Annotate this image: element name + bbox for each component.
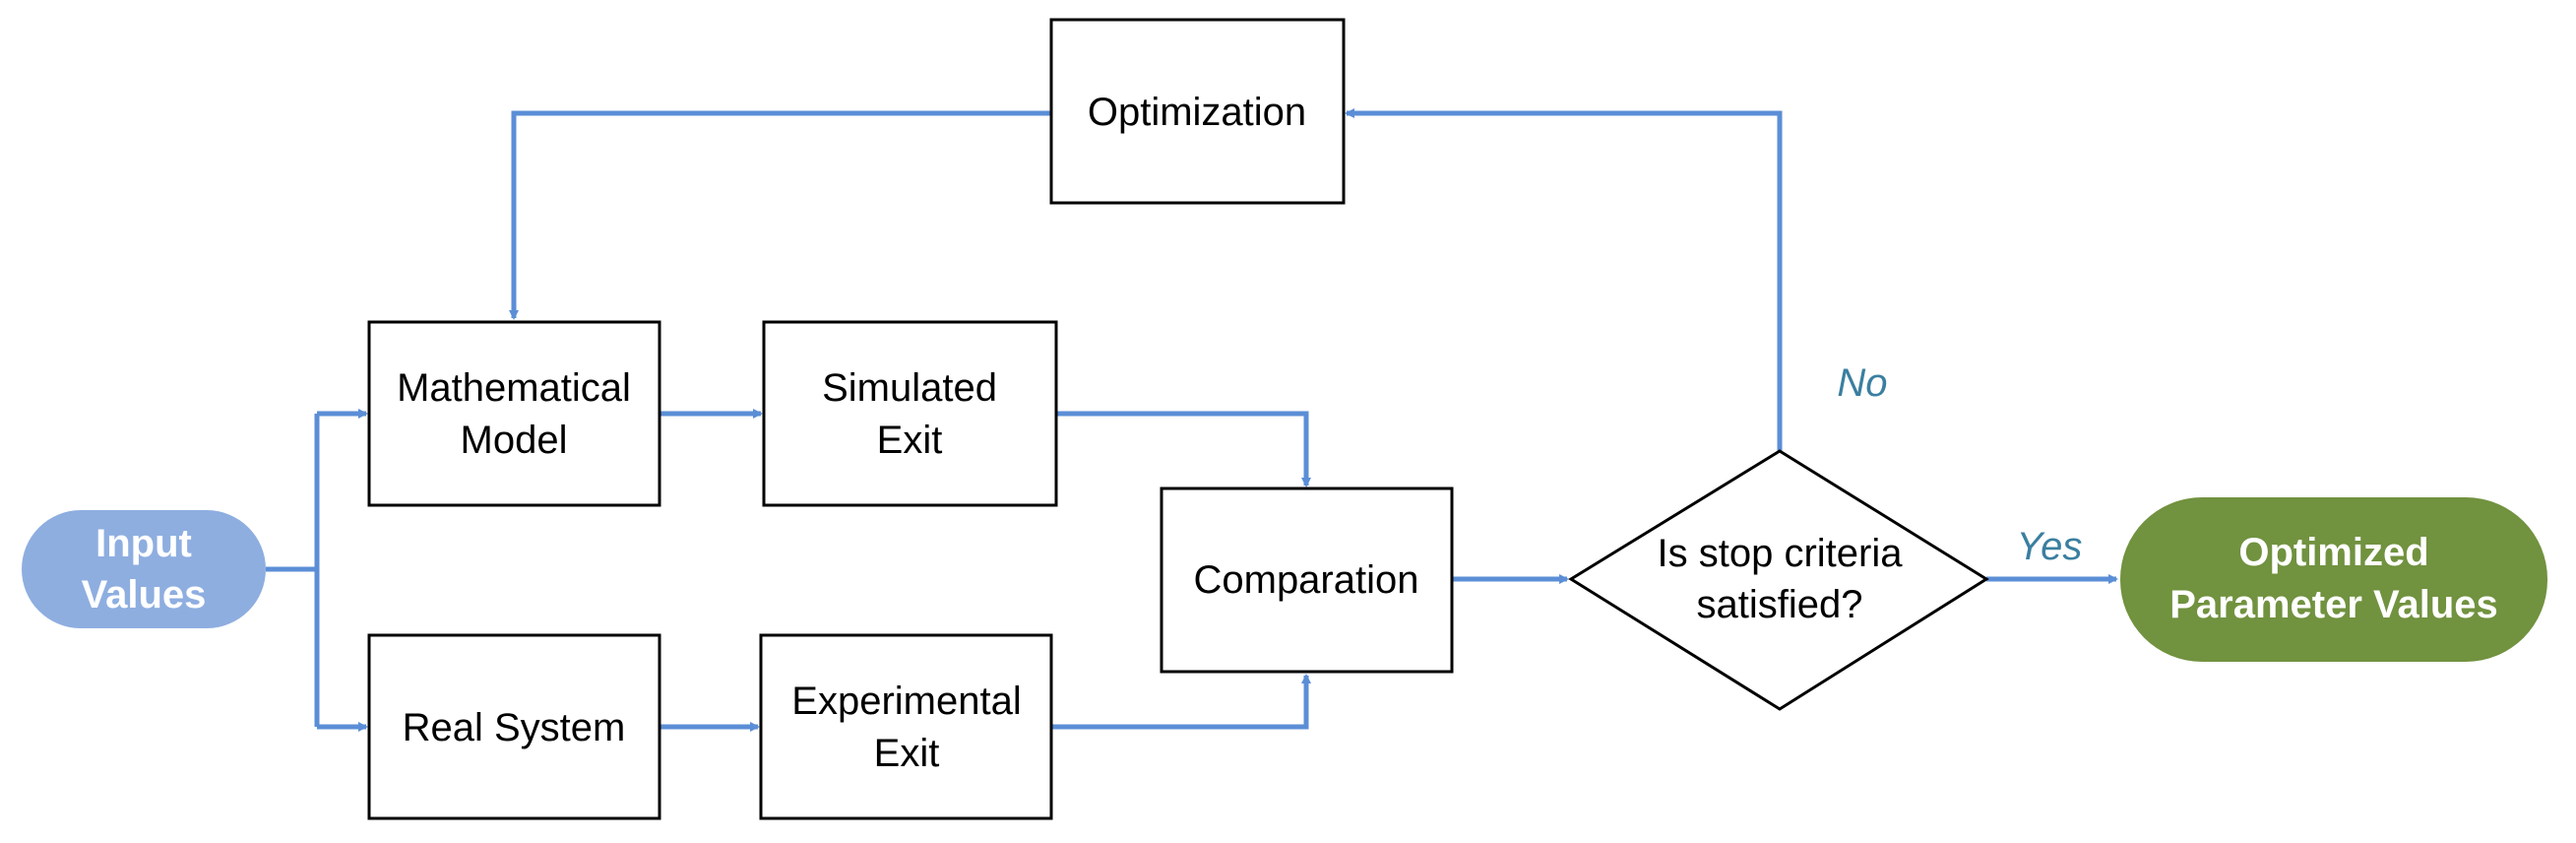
experimental-exit-label-line2: Exit bbox=[874, 732, 940, 775]
comparation-label: Comparation bbox=[1193, 558, 1418, 602]
mathematical-model-node: Mathematical Model bbox=[367, 320, 661, 507]
output-label-line2: Parameter Values bbox=[2169, 583, 2498, 626]
experimental-exit-node: Experimental Exit bbox=[759, 633, 1053, 820]
output-label-line1: Optimized bbox=[2238, 531, 2428, 574]
optimization-label: Optimization bbox=[1088, 91, 1306, 134]
optimized-parameter-values-node: Optimized Parameter Values bbox=[2120, 497, 2547, 662]
arrow-decision-no bbox=[1345, 108, 1783, 451]
arrow-optimization-to-model bbox=[509, 110, 1051, 320]
experimental-exit-label-line1: Experimental bbox=[791, 680, 1021, 723]
arrow-experimental-to-comparation bbox=[1051, 674, 1311, 730]
branch-yes-label: Yes bbox=[2017, 525, 2083, 568]
real-system-node: Real System bbox=[367, 633, 661, 820]
connectors bbox=[266, 108, 2118, 732]
real-system-label: Real System bbox=[403, 706, 626, 749]
arrow-simulated-to-comparation bbox=[1056, 411, 1311, 487]
input-values-label-line2: Values bbox=[82, 573, 207, 616]
comparation-node: Comparation bbox=[1160, 486, 1454, 674]
simulated-exit-node: Simulated Exit bbox=[762, 320, 1058, 507]
input-values-label-line1: Input bbox=[95, 522, 192, 565]
stop-criteria-decision-node: Is stop criteria satisfied? bbox=[1568, 449, 1989, 711]
optimization-node: Optimization bbox=[1049, 18, 1346, 205]
mathematical-model-label-line2: Model bbox=[461, 419, 568, 462]
decision-label-line1: Is stop criteria bbox=[1658, 532, 1904, 575]
decision-label-line2: satisfied? bbox=[1697, 583, 1863, 626]
branch-no-label: No bbox=[1837, 361, 1887, 405]
input-values-node: Input Values bbox=[22, 510, 266, 628]
simulated-exit-label-line1: Simulated bbox=[822, 366, 997, 410]
simulated-exit-label-line2: Exit bbox=[877, 419, 943, 462]
mathematical-model-label-line1: Mathematical bbox=[397, 366, 631, 410]
